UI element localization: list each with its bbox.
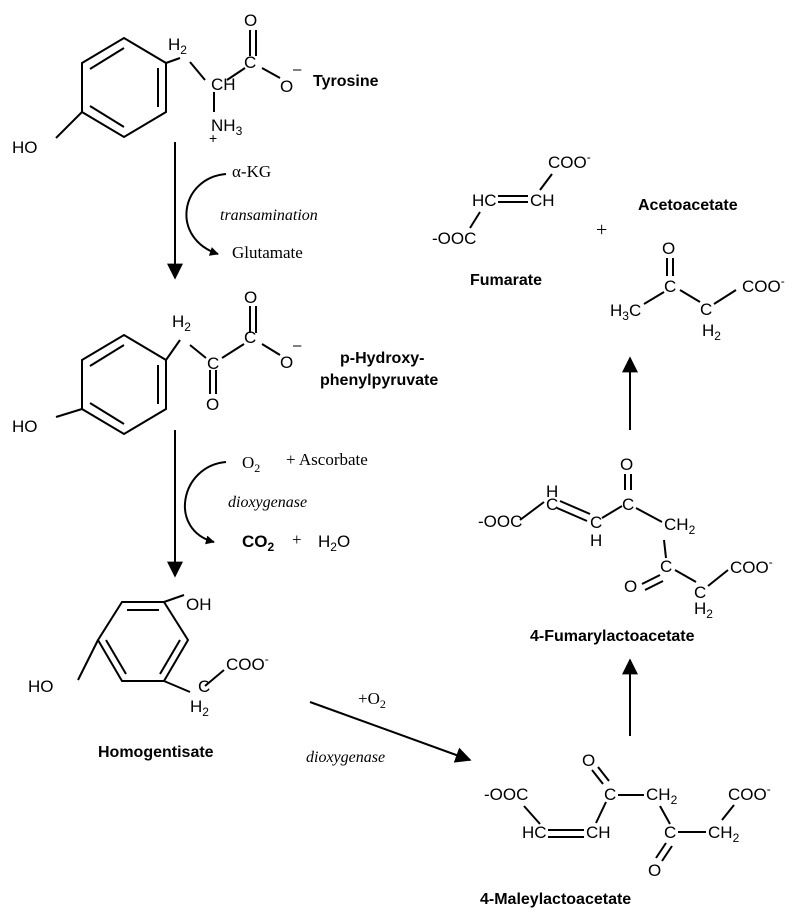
svg-text:H2: H2 — [702, 321, 721, 343]
svg-text:-OOC: -OOC — [484, 785, 528, 804]
svg-text:HO: HO — [12, 417, 38, 436]
svg-text:C: C — [700, 300, 712, 319]
step2-product-co2: CO2 — [242, 532, 275, 554]
svg-text:-OOC: -OOC — [432, 229, 476, 248]
svg-text:C: C — [546, 495, 558, 514]
svg-text:O: O — [280, 77, 293, 96]
svg-text:–: – — [293, 337, 302, 354]
svg-text:C: C — [198, 677, 210, 696]
hpp-label-line2: phenylpyruvate — [320, 372, 438, 389]
svg-text:C: C — [244, 328, 256, 347]
homogentisate-label: Homogentisate — [98, 744, 214, 761]
step1-product: Glutamate — [232, 243, 303, 262]
maleylacetoacetate-structure: -OOC HC CH C O CH2 C O CH2 COO- — [484, 751, 771, 880]
step3-cosubstrate: +O2 — [358, 689, 386, 711]
svg-text:C: C — [664, 823, 676, 842]
svg-text:H2: H2 — [190, 697, 209, 719]
svg-text:–: – — [293, 61, 302, 78]
step2-plus: + — [292, 530, 302, 549]
svg-text:C: C — [244, 53, 256, 72]
step2-enzyme: dioxygenase — [228, 494, 307, 511]
tyrosine-label: Tyrosine — [313, 73, 379, 90]
svg-text:C: C — [660, 557, 672, 576]
step1-cosubstrate: α-KG — [232, 162, 271, 181]
step1-enzyme: transamination — [220, 207, 318, 224]
svg-text:+: + — [209, 130, 217, 146]
acetoacetate-structure: H3C C O C H2 COO- — [610, 239, 785, 343]
final-plus: + — [596, 219, 607, 241]
svg-text:CH: CH — [586, 823, 611, 842]
svg-text:O: O — [662, 239, 675, 258]
svg-text:C: C — [664, 277, 676, 296]
svg-text:C: C — [604, 785, 616, 804]
step3-enzyme: dioxygenase — [306, 749, 385, 766]
step2-cosubstrate: O2 — [242, 453, 260, 475]
acetoacetate-label: Acetoacetate — [638, 197, 738, 214]
svg-text:CH: CH — [530, 191, 555, 210]
svg-text:O: O — [648, 861, 661, 880]
svg-text:COO-: COO- — [742, 274, 785, 296]
step2-product-h2o: H2O — [318, 532, 350, 554]
hpp-label-line1: p-Hydroxy- — [340, 350, 424, 367]
step2-extra: + Ascorbate — [286, 450, 368, 469]
step3-arrow — [309, 701, 472, 763]
svg-text:O: O — [624, 577, 637, 596]
fumarylacetoacetate-structure: -OOC H C C H C O CH2 C O C H2 COO- — [478, 455, 773, 621]
svg-text:O: O — [206, 395, 219, 414]
svg-text:H2: H2 — [168, 35, 187, 57]
svg-text:COO-: COO- — [226, 652, 269, 674]
hydroxyphenylpyruvate-structure: HO H2 C O C O O – — [12, 288, 302, 436]
svg-text:H: H — [546, 482, 558, 501]
maleylacetoacetate-label: 4-Maleylactoacetate — [480, 891, 631, 908]
svg-text:C: C — [207, 354, 219, 373]
fumarate-label: Fumarate — [470, 272, 542, 289]
svg-text:O: O — [244, 288, 257, 307]
svg-text:H2: H2 — [172, 312, 191, 334]
svg-text:H3C: H3C — [610, 301, 641, 323]
svg-text:O: O — [582, 751, 595, 770]
svg-text:H2: H2 — [694, 599, 713, 621]
tyrosine-structure: HO H2 CH C O O – NH3 + — [12, 11, 302, 157]
step1-side-arrow — [185, 173, 227, 256]
svg-text:H: H — [590, 531, 602, 550]
svg-text:NH3: NH3 — [211, 116, 243, 138]
svg-text:CH2: CH2 — [664, 515, 696, 537]
svg-text:HO: HO — [12, 138, 38, 157]
svg-text:C: C — [694, 583, 706, 602]
svg-text:HC: HC — [472, 191, 497, 210]
svg-text:CH2: CH2 — [708, 823, 740, 845]
svg-text:C: C — [590, 513, 602, 532]
svg-text:COO-: COO- — [728, 782, 771, 804]
svg-text:CH2: CH2 — [646, 785, 678, 807]
fumarate-structure: -OOC HC CH COO- — [432, 150, 591, 248]
svg-text:O: O — [280, 353, 293, 372]
svg-text:O: O — [620, 455, 633, 474]
fumarylacetoacetate-label: 4-Fumarylactoacetate — [530, 628, 695, 645]
svg-text:COO-: COO- — [730, 555, 773, 577]
svg-text:-OOC: -OOC — [478, 512, 522, 531]
homogentisate-structure: OH HO H2 C COO- — [28, 594, 269, 719]
svg-text:COO-: COO- — [548, 150, 591, 172]
svg-text:O: O — [244, 11, 257, 30]
svg-text:HO: HO — [28, 677, 54, 696]
svg-text:HC: HC — [522, 823, 547, 842]
svg-text:C: C — [622, 495, 634, 514]
svg-text:OH: OH — [186, 595, 212, 614]
step2-side-arrow — [184, 461, 227, 545]
svg-text:CH: CH — [211, 75, 236, 94]
